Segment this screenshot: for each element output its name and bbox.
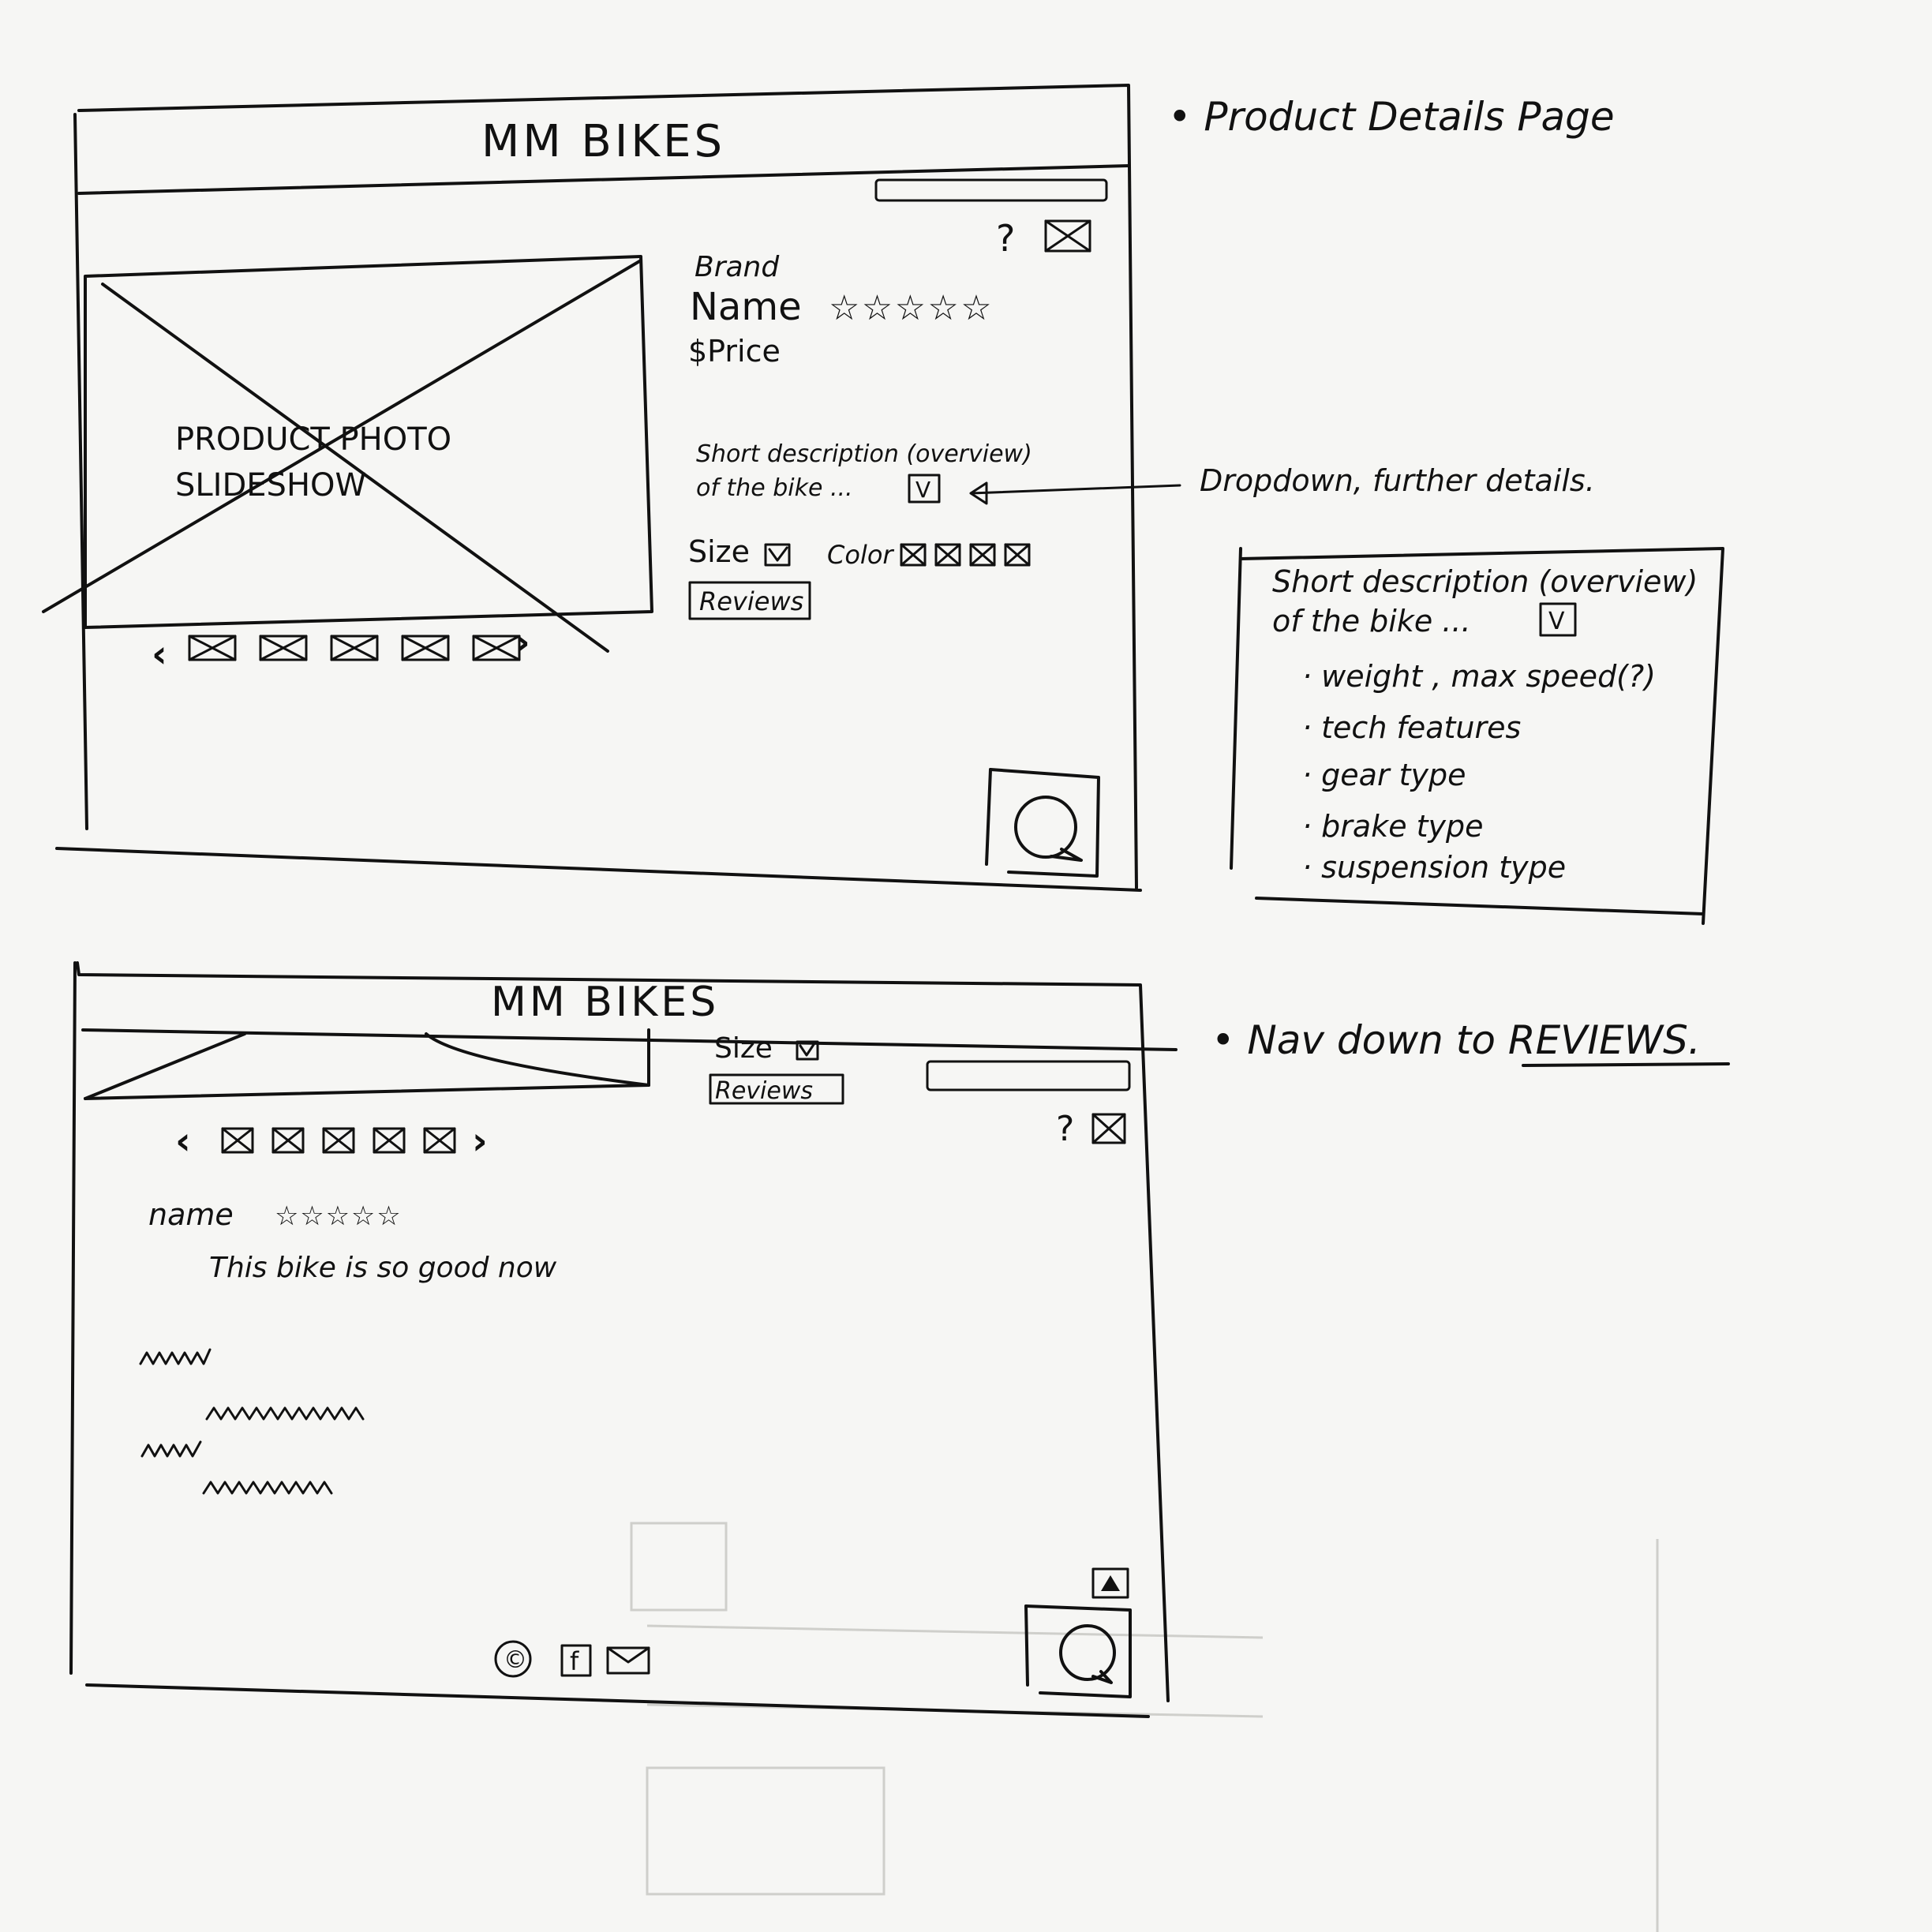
short-description-second-line: of the bike ... — [696, 474, 853, 502]
panel-description: Short description (overview) — [1272, 564, 1698, 599]
photo-label: PRODUCT PHOTO — [175, 421, 451, 458]
frame-outline — [69, 961, 1170, 1718]
search-box[interactable] — [926, 1060, 1131, 1091]
next-arrow-icon[interactable]: › — [472, 1119, 488, 1163]
star-icon: ☆ — [376, 1200, 400, 1232]
thumbnail-image[interactable] — [373, 1127, 406, 1154]
panel-item-brake: · brake type — [1302, 809, 1484, 844]
product-photo-collapsed — [84, 1028, 650, 1100]
panel-item-suspension: · suspension type — [1302, 850, 1566, 885]
header-divider — [81, 1028, 1178, 1051]
review-text: This bike is so good now — [209, 1252, 557, 1284]
annotation-dropdown-note: Dropdown, further details. — [1200, 463, 1595, 498]
placeholder-review — [139, 1348, 365, 1421]
thumbnail-image[interactable] — [221, 1127, 254, 1154]
annotation-nav-note: • Nav down to REVIEWS. — [1211, 1017, 1701, 1063]
back-to-top-button[interactable] — [1091, 1567, 1129, 1599]
panel-item-tech: · tech features — [1302, 710, 1521, 745]
product-name: Name — [690, 285, 802, 329]
thumbnail-image[interactable] — [401, 635, 450, 661]
next-arrow-icon[interactable]: › — [515, 620, 530, 665]
prev-arrow-icon[interactable]: ‹ — [152, 632, 167, 676]
annotation-nav-target: REVIEWS — [1508, 1017, 1688, 1063]
review-rating-stars: ☆☆☆☆☆ — [275, 1200, 401, 1232]
color-swatch[interactable] — [1004, 543, 1031, 567]
star-icon: ☆ — [829, 288, 859, 328]
star-icon: ☆ — [351, 1200, 375, 1232]
bleed-through-ghost — [630, 1522, 1659, 1932]
mail-icon[interactable] — [1044, 219, 1091, 253]
price-label: $Price — [688, 334, 781, 369]
thumbnail-strip — [188, 635, 521, 661]
thumbnail-strip — [221, 1127, 456, 1154]
reviewer-name: name — [148, 1197, 234, 1232]
reviews-button[interactable]: Reviews — [709, 1073, 844, 1105]
facebook-icon[interactable]: f — [560, 1644, 592, 1677]
annotation-underline — [1522, 1062, 1730, 1067]
reviews-button-label: Reviews — [699, 586, 803, 616]
color-swatch[interactable] — [969, 543, 996, 567]
placeholder-review — [140, 1440, 333, 1495]
svg-text:©: © — [504, 1646, 527, 1674]
logo: MM BIKES — [481, 116, 725, 167]
star-icon: ☆ — [862, 288, 893, 328]
color-swatch[interactable] — [934, 543, 961, 567]
star-icon: ☆ — [927, 288, 958, 328]
email-icon[interactable] — [606, 1646, 650, 1675]
copyright-icon: © — [494, 1640, 532, 1678]
header-divider — [77, 164, 1130, 195]
thumbnail-image[interactable] — [322, 1127, 355, 1154]
panel-item-gear: · gear type — [1302, 758, 1466, 792]
star-icon: ☆ — [895, 288, 926, 328]
svg-text:V: V — [1548, 608, 1565, 635]
thumbnail-image[interactable] — [423, 1127, 456, 1154]
color-label: Color — [827, 540, 894, 570]
size-dropdown[interactable] — [764, 543, 791, 567]
size-dropdown[interactable] — [796, 1040, 819, 1061]
mail-icon[interactable] — [1091, 1113, 1126, 1144]
annotation-page-title: • Product Details Page — [1168, 94, 1615, 140]
color-swatch[interactable] — [900, 543, 927, 567]
thumbnail-image[interactable] — [330, 635, 379, 661]
panel-dropdown-toggle[interactable]: V — [1539, 602, 1577, 637]
star-icon: ☆ — [300, 1200, 324, 1232]
panel-description-second-line: of the bike ... — [1272, 604, 1471, 638]
description-dropdown-toggle[interactable]: V — [908, 474, 941, 504]
chat-widget[interactable] — [1024, 1604, 1132, 1698]
product-photo-slideshow[interactable] — [42, 255, 653, 653]
star-icon: ☆ — [326, 1200, 350, 1232]
wireframe-product-details: MM BIKES ? PRODUCT PHOTO SLIDESHOW ‹ › B… — [42, 84, 1181, 892]
wireframe-reviews-scroll: MM BIKES Size Reviews ? ‹ › name ☆ — [69, 961, 1178, 1718]
logo: MM BIKES — [491, 979, 719, 1026]
thumbnail-image[interactable] — [259, 635, 308, 661]
prev-arrow-icon[interactable]: ‹ — [175, 1119, 191, 1163]
help-icon[interactable]: ? — [1056, 1109, 1074, 1149]
size-label: Size — [688, 534, 750, 569]
svg-text:f: f — [570, 1646, 579, 1676]
thumbnail-image[interactable] — [188, 635, 237, 661]
search-box[interactable] — [874, 178, 1108, 202]
star-icon: ☆ — [275, 1200, 298, 1232]
callout-arrow — [969, 481, 1181, 505]
panel-item-weight: · weight , max speed(?) — [1302, 659, 1656, 694]
short-description: Short description (overview) — [696, 440, 1032, 468]
thumbnail-image[interactable] — [472, 635, 521, 661]
rating-stars: ☆☆☆☆☆ — [829, 288, 992, 328]
brand-label: Brand — [695, 251, 780, 283]
chat-widget[interactable] — [985, 768, 1100, 878]
photo-label-second-line: SLIDESHOW — [175, 467, 366, 504]
color-swatches[interactable] — [900, 543, 1031, 567]
star-icon: ☆ — [960, 288, 991, 328]
size-label: Size — [714, 1032, 773, 1065]
reviews-button[interactable]: Reviews — [688, 581, 811, 620]
thumbnail-image[interactable] — [271, 1127, 305, 1154]
help-icon[interactable]: ? — [996, 217, 1015, 260]
dropdown-expanded-panel: Short description (overview) of the bike… — [1230, 547, 1724, 925]
svg-text:V: V — [915, 477, 930, 503]
reviews-button-label: Reviews — [715, 1077, 813, 1105]
